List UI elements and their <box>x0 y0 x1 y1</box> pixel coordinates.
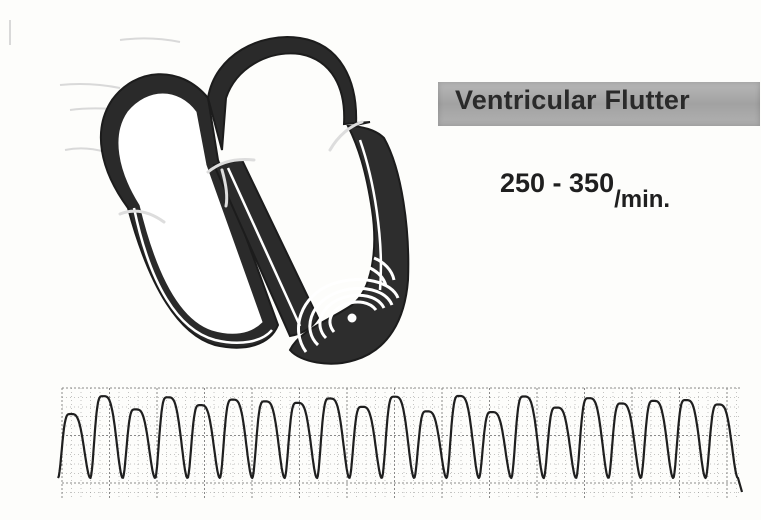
diagram-title: Ventricular Flutter <box>455 85 690 116</box>
ecg-trace <box>58 396 742 492</box>
heart-rate-unit: /min. <box>614 186 670 213</box>
right-atrium-wall <box>208 37 370 150</box>
heart-rate-label: 250 - 350/min. <box>500 168 670 199</box>
heart-rate-range: 250 - 350 <box>500 168 614 198</box>
ecg-strip <box>0 370 761 520</box>
